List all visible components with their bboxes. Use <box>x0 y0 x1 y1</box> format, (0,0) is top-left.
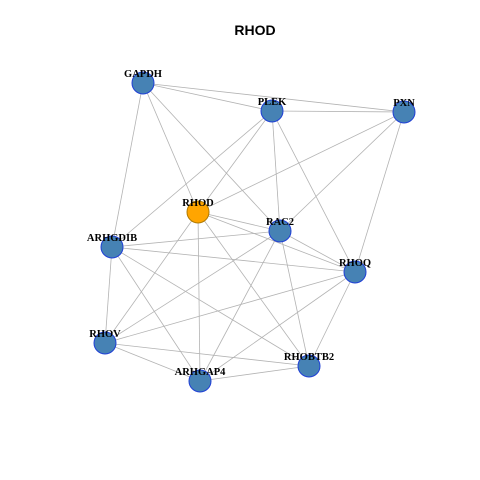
node-label-arhgdib: ARHGDIB <box>87 233 137 244</box>
node-label-rhov: RHOV <box>89 329 121 340</box>
chart-title: RHOD <box>234 22 275 38</box>
edge-plek-rac2 <box>271 110 281 232</box>
node-label-rhoq: RHOQ <box>339 258 371 269</box>
edge-rhod-rhov <box>104 211 199 344</box>
edge-plek-rhod <box>197 110 273 213</box>
edge-gapdh-arhgdib <box>111 82 144 248</box>
node-pxn[interactable] <box>392 100 416 124</box>
edge-rhoq-rhov <box>104 271 356 344</box>
node-label-rhobtb2: RHOBTB2 <box>284 352 334 363</box>
edge-gapdh-rac2 <box>142 82 281 232</box>
node-label-plek: PLEK <box>258 97 287 108</box>
edge-gapdh-pxn <box>142 82 405 113</box>
edge-rac2-arhgdib <box>111 230 281 248</box>
node-label-gapdh: GAPDH <box>124 69 162 80</box>
node-arhgdib[interactable] <box>100 235 124 259</box>
node-label-arhgap4: ARHGAP4 <box>175 367 226 378</box>
edge-gapdh-plek <box>142 82 273 112</box>
node-label-rhod: RHOD <box>182 198 214 209</box>
edge-rhod-rhobtb2 <box>197 211 310 367</box>
node-rhoq[interactable] <box>343 260 367 284</box>
node-rhobtb2[interactable] <box>297 354 321 378</box>
edge-rhod-arhgap4 <box>197 211 201 382</box>
edge-arhgdib-arhgap4 <box>111 246 201 382</box>
edge-rac2-rhobtb2 <box>279 230 310 367</box>
edge-rac2-arhgap4 <box>199 230 281 382</box>
edge-arhgdib-rhov <box>104 246 113 344</box>
node-plek[interactable] <box>260 99 284 123</box>
edge-pxn-rac2 <box>279 111 405 232</box>
edge-rac2-rhoq <box>279 230 356 273</box>
node-gapdh[interactable] <box>131 71 155 95</box>
node-label-rac2: RAC2 <box>266 217 294 228</box>
edge-plek-arhgdib <box>111 110 273 248</box>
edge-rhod-rac2 <box>197 211 281 232</box>
edge-rhov-arhgap4 <box>104 342 201 382</box>
edge-gapdh-rhod <box>142 82 199 213</box>
edges-layer <box>104 82 405 382</box>
node-rhov[interactable] <box>93 331 117 355</box>
edge-pxn-rhoq <box>354 111 405 273</box>
edge-arhgap4-rhobtb2 <box>199 365 310 382</box>
edge-rhod-rhoq <box>197 211 356 273</box>
node-arhgap4[interactable] <box>188 369 212 393</box>
edge-rac2-rhov <box>104 230 281 344</box>
edge-arhgdib-rhoq <box>111 246 356 273</box>
node-rhod[interactable] <box>186 200 210 224</box>
edge-plek-pxn <box>271 110 405 113</box>
edge-plek-rhoq <box>271 110 356 273</box>
edge-rhov-rhobtb2 <box>104 342 310 367</box>
edge-rhoq-rhobtb2 <box>308 271 356 367</box>
edge-arhgdib-rhobtb2 <box>111 246 310 367</box>
node-label-pxn: PXN <box>393 98 415 109</box>
edge-pxn-rhod <box>197 111 405 213</box>
nodes-layer <box>93 71 416 393</box>
edge-rhoq-arhgap4 <box>199 271 356 382</box>
node-rac2[interactable] <box>268 219 292 243</box>
